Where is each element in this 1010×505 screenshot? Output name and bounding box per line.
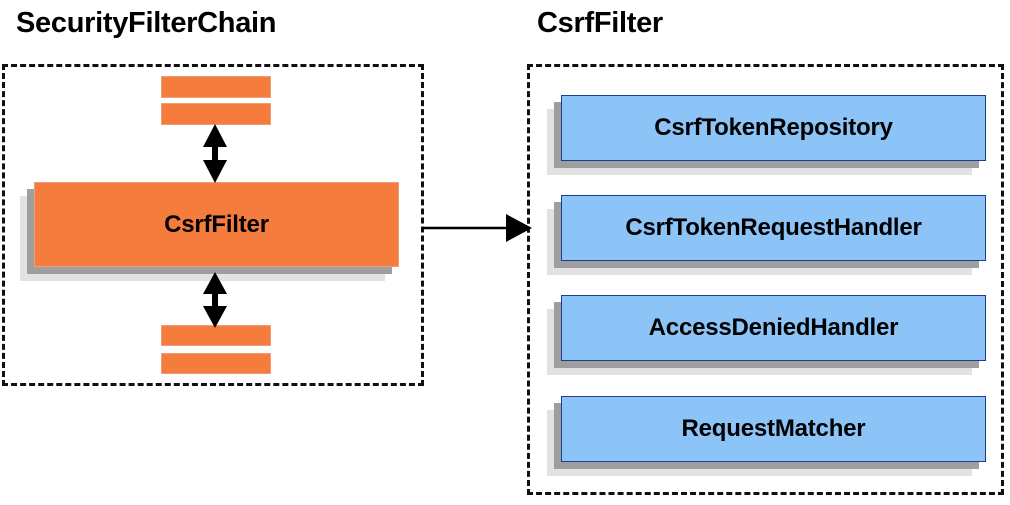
left-to-right-arrow — [422, 214, 532, 242]
component-box-csrftokenrequesthandler[interactable]: CsrfTokenRequestHandler — [547, 195, 986, 275]
csrffilter-components-container — [527, 64, 1004, 495]
securityfilterchain-container — [2, 64, 424, 386]
page-title-securityfilterchain: SecurityFilterChain — [16, 7, 277, 39]
page-title-csrffilter: CsrfFilter — [537, 7, 663, 39]
filter-bar-below-2[interactable] — [161, 353, 271, 374]
component-face: AccessDeniedHandler — [561, 295, 986, 361]
component-box-requestmatcher[interactable]: RequestMatcher — [547, 396, 986, 476]
component-label-requestmatcher: RequestMatcher — [681, 415, 866, 442]
filter-bar-above-2[interactable] — [161, 103, 271, 125]
component-label-csrftokenrequesthandler: CsrfTokenRequestHandler — [625, 214, 922, 241]
component-face: RequestMatcher — [561, 396, 986, 462]
csrffilter-box[interactable]: CsrfFilter — [20, 182, 399, 281]
component-box-accessdeniedhandler[interactable]: AccessDeniedHandler — [547, 295, 986, 375]
csrffilter-face: CsrfFilter — [34, 182, 399, 267]
component-face: CsrfTokenRepository — [561, 95, 986, 161]
filter-bar-above-1[interactable] — [161, 76, 271, 98]
filter-bar-below-1[interactable] — [161, 325, 271, 346]
component-face: CsrfTokenRequestHandler — [561, 195, 986, 261]
csrffilter-label: CsrfFilter — [164, 210, 269, 238]
component-label-csrftokenrepository: CsrfTokenRepository — [654, 114, 893, 141]
component-label-accessdeniedhandler: AccessDeniedHandler — [648, 314, 899, 341]
component-box-csrftokenrepository[interactable]: CsrfTokenRepository — [547, 95, 986, 175]
